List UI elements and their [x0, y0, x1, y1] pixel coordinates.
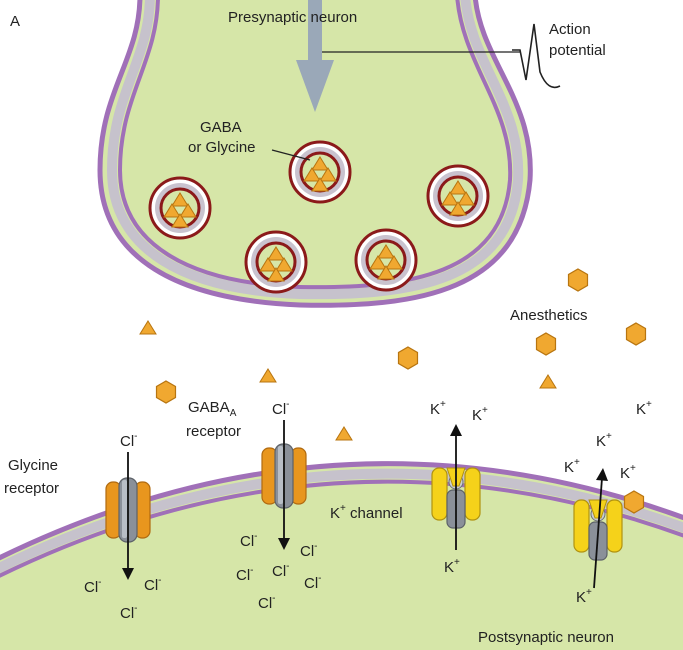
chloride-ion-label: Cl- [144, 575, 162, 594]
action-potential-label-1: Action [549, 21, 591, 38]
potassium-ion-label: K+ [564, 457, 580, 476]
anesthetics-label: Anesthetics [510, 307, 588, 324]
action-potential-arrow [296, 0, 334, 112]
anesthetic-molecule [155, 380, 177, 404]
potassium-ion-label: K+ [472, 405, 488, 424]
transmitter-molecule [139, 320, 157, 335]
anesthetic-molecule [397, 346, 419, 370]
gaba-receptor-label-2: receptor [186, 423, 241, 440]
transmitter-label-1: GABA [200, 119, 242, 136]
presynaptic-label: Presynaptic neuron [228, 9, 357, 26]
transmitter-molecule [539, 374, 557, 389]
potassium-ion-label: K+ [636, 399, 652, 418]
chloride-ion-label: Cl- [84, 577, 102, 596]
chloride-ion-label: Cl- [120, 431, 138, 450]
glycine-receptor-label-2: receptor [4, 480, 59, 497]
panel-letter: A [10, 13, 20, 30]
chloride-ion-label: Cl- [304, 573, 322, 592]
vesicle [290, 142, 350, 202]
anesthetic-molecule [625, 322, 647, 346]
gaba-receptor-label: GABAA [188, 399, 237, 419]
chloride-ions: Cl-Cl-Cl-Cl-Cl-Cl-Cl-Cl-Cl-Cl-Cl- [84, 399, 322, 622]
potassium-ion-label: K+ [596, 431, 612, 450]
ion-arrows [122, 420, 608, 589]
transmitter-molecule [259, 368, 277, 383]
vesicle [356, 230, 416, 290]
vesicle [150, 178, 210, 238]
potassium-ion-label: K+ [620, 463, 636, 482]
postsynaptic-label: Postsynaptic neuron [478, 629, 614, 646]
transmitter-leader [271, 149, 311, 161]
potassium-ions: K+ K+ K+ K+ K+ K+ K+ K+ [430, 399, 652, 606]
vesicle [428, 166, 488, 226]
chloride-ion-label: Cl- [240, 531, 258, 550]
anesthetic-molecule [535, 332, 557, 356]
chloride-ion-label: Cl- [272, 399, 290, 418]
anesthetic-molecule [623, 490, 645, 514]
transmitter-molecule [335, 426, 353, 441]
action-potential-label-2: potential [549, 42, 606, 59]
glycine-receptor-label-1: Glycine [8, 457, 58, 474]
vesicle [246, 232, 306, 292]
transmitter-label-2: or Glycine [188, 139, 256, 156]
action-potential-trace [512, 23, 561, 89]
chloride-ion-label: Cl- [120, 603, 138, 622]
chloride-ion-label: Cl- [300, 541, 318, 560]
anesthetic-molecule [567, 268, 589, 292]
k-channel-label: K+ channel [330, 503, 403, 522]
potassium-ion-label: K+ [444, 557, 460, 576]
postsynaptic-neuron [0, 461, 683, 650]
potassium-ion-label: K+ [576, 587, 592, 606]
chloride-ion-label: Cl- [236, 565, 254, 584]
potassium-ion-label: K+ [430, 399, 446, 418]
chloride-ion-label: Cl- [272, 561, 290, 580]
chloride-ion-label: Cl- [258, 593, 276, 612]
